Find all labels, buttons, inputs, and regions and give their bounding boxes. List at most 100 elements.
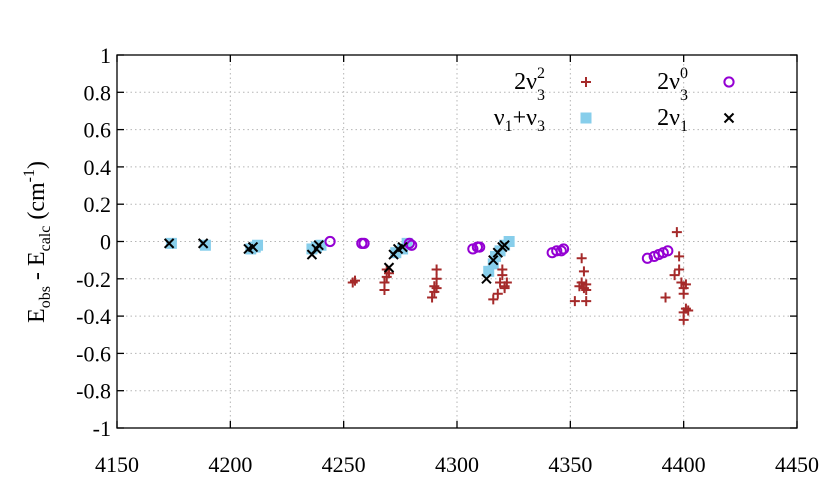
- data-point-cross: [481, 273, 492, 285]
- legend-marker-circle: [723, 76, 735, 88]
- y-tick-label: -1: [93, 416, 111, 441]
- tick-layer: [116, 54, 798, 429]
- legend-sample-square: [580, 112, 592, 124]
- data-point-square: [483, 265, 495, 277]
- legend-2nu1-sub: 1: [680, 118, 688, 135]
- data-point-square: [397, 243, 409, 255]
- data-point-square: [252, 239, 264, 251]
- y-tick-label: 0.2: [84, 192, 112, 217]
- legend-marker-cross: [723, 112, 735, 124]
- data-point-plus: [429, 281, 440, 292]
- data-point-cross: [397, 241, 408, 253]
- data-point-plus: [671, 227, 682, 238]
- x-tick-label: 4400: [662, 452, 706, 477]
- ylabel-sub-obs: obs: [37, 286, 54, 308]
- ylabel-unit-open: (cm: [24, 182, 50, 226]
- data-point-plus: [678, 288, 689, 299]
- legend-2nu3-2-main: 2ν: [514, 69, 537, 95]
- data-point-plus: [660, 292, 671, 303]
- data-point-plus: [680, 303, 691, 314]
- data-point-plus: [680, 279, 691, 290]
- data-point-square: [490, 250, 502, 262]
- data-point-plus: [497, 264, 508, 275]
- legend-marker-plus: [581, 77, 591, 87]
- legend-nu1nu3-sub1: 1: [505, 118, 513, 135]
- data-point-plus: [431, 283, 442, 294]
- data-point-circle: [324, 235, 336, 248]
- data-points: [163, 227, 694, 325]
- data-point-square: [487, 258, 499, 270]
- y-tick-label: 0: [100, 230, 111, 255]
- y-tick-label: 1: [100, 43, 111, 68]
- ylabel-main: E: [24, 308, 50, 323]
- data-point-plus: [669, 270, 680, 281]
- x-tick-label: 4450: [775, 452, 819, 477]
- data-point-cross: [383, 262, 395, 273]
- y-tick-label: -0.2: [76, 267, 111, 292]
- legend-sample-plus: [581, 77, 591, 87]
- data-point-circle: [555, 245, 567, 257]
- x-tick-label: 4150: [95, 452, 139, 477]
- x-tick-labels: 4150 4200 4250 4300 4350 4400 4450: [95, 452, 819, 477]
- plot-frame: [116, 54, 798, 429]
- data-point-plus: [674, 251, 685, 262]
- data-point-circle: [641, 252, 654, 264]
- data-point-cross: [488, 254, 499, 266]
- data-point-square: [165, 237, 177, 249]
- data-point-plus: [581, 296, 592, 307]
- data-point-circle: [551, 245, 563, 257]
- data-point-plus: [431, 264, 442, 275]
- legend-sample-cross: [723, 112, 735, 124]
- legend-2nu3-2-sup: 2: [537, 65, 545, 82]
- y-tick-labels: -1-0.8-0.6-0.4-0.200.20.40.60.81: [76, 43, 111, 441]
- data-point-cross: [313, 240, 324, 251]
- legend-nu1nu3-main: ν: [494, 105, 505, 131]
- legend-sample-circle: [723, 76, 735, 88]
- data-point-plus: [569, 296, 580, 307]
- data-point-plus: [683, 305, 694, 316]
- legend-2nu1-main: 2ν: [657, 105, 680, 131]
- data-point-plus: [678, 314, 689, 325]
- data-point-plus: [379, 277, 390, 288]
- data-point-plus: [488, 294, 499, 305]
- ylabel-sub-calc: calc: [37, 226, 54, 252]
- data-point-plus: [347, 277, 358, 288]
- ylabel-unit-close: ): [24, 161, 50, 169]
- data-point-cross: [247, 241, 259, 253]
- legend-marker-square: [580, 112, 592, 124]
- legend-label-nu1-nu3: ν1+ν3: [494, 105, 545, 135]
- data-point-plus: [492, 288, 503, 299]
- y-tick-label: 0.4: [84, 155, 112, 180]
- data-point-plus: [578, 266, 589, 277]
- legend-2nu3-2-sub: 3: [537, 87, 545, 104]
- ylabel-unit-sup: -1: [21, 169, 38, 182]
- x-tick-label: 4300: [435, 452, 479, 477]
- data-point-plus: [427, 292, 438, 303]
- data-point-circle: [403, 237, 415, 249]
- data-point-plus: [676, 277, 687, 288]
- legend-2nu3-0-sup: 0: [680, 65, 688, 82]
- data-point-circle: [358, 237, 370, 249]
- y-tick-label: 0.8: [84, 80, 112, 105]
- data-point-plus: [576, 277, 587, 288]
- legend-nu1nu3-mid: +ν: [513, 105, 538, 131]
- data-point-circle: [474, 241, 486, 253]
- data-point-plus: [581, 279, 592, 290]
- legend-label-2nu1: 2ν1: [657, 105, 688, 135]
- data-point-plus: [350, 275, 360, 286]
- data-point-circle: [406, 239, 418, 251]
- y-tick-label: -0.4: [76, 304, 111, 329]
- data-point-circle: [557, 243, 570, 255]
- data-point-plus: [431, 273, 442, 284]
- data-point-cross: [499, 240, 510, 251]
- legend-2nu3-0-sub: 3: [680, 87, 688, 104]
- x-tick-label: 4350: [548, 452, 592, 477]
- x-tick-label: 4250: [322, 452, 366, 477]
- y-tick-label: -0.6: [76, 341, 111, 366]
- data-point-plus: [501, 277, 512, 288]
- legend-nu1nu3-sub2: 3: [537, 118, 545, 135]
- x-tick-label: 4200: [208, 452, 252, 477]
